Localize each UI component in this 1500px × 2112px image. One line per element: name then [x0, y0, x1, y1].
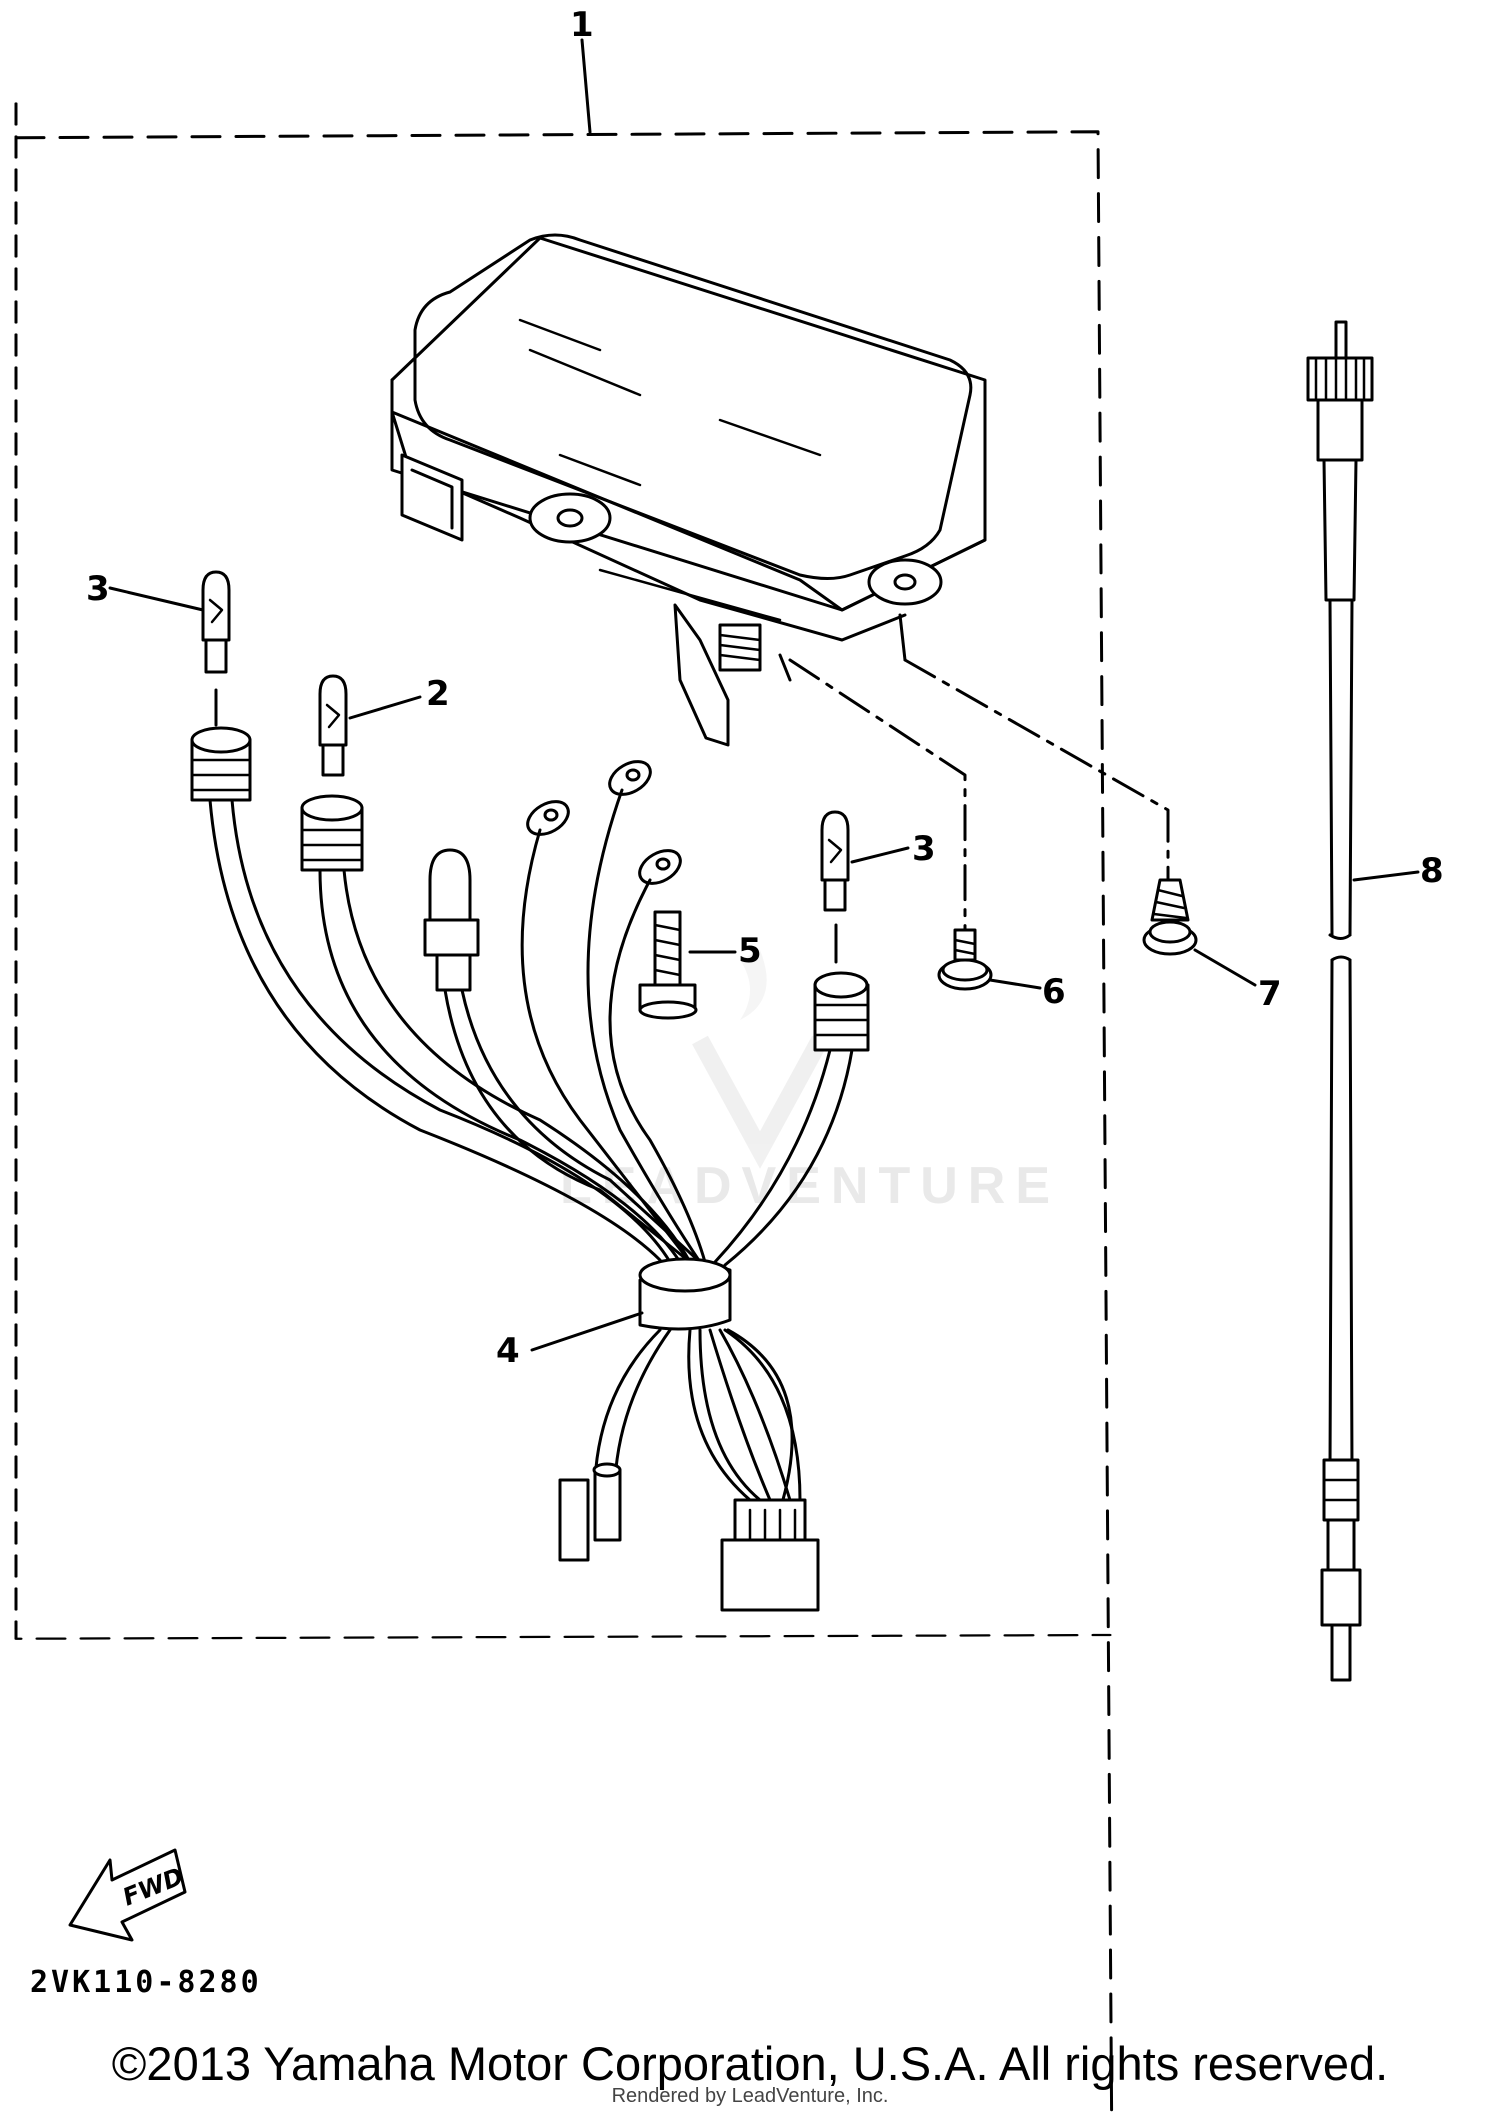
callout-3-left-leader [108, 586, 205, 612]
callout-7: 7 [1258, 974, 1282, 1014]
screw-6 [937, 928, 993, 991]
meter-assembly-housing [390, 233, 987, 747]
screw-7 [1142, 878, 1198, 956]
callout-7-leader [1193, 948, 1257, 987]
rendered-by-notice: Rendered by LeadVenture, Inc. [611, 2085, 889, 2107]
callout-6: 6 [1042, 972, 1066, 1012]
callout-3-right: 3 [912, 829, 936, 869]
assembly-boundary-box [14, 102, 1114, 2112]
callout-1: 1 [570, 5, 594, 45]
bulb-3-left [201, 570, 231, 727]
copyright-notice: ©2013 Yamaha Motor Corporation, U.S.A. A… [111, 2037, 1389, 2090]
guide-line-screw-6 [788, 658, 967, 937]
diagram-code: 2VK110-8280 [30, 1965, 262, 2000]
callout-1-leader [580, 38, 592, 134]
speedometer-cable [1306, 320, 1374, 1682]
wire-harness [190, 726, 870, 1612]
callout-8: 8 [1420, 851, 1444, 891]
callout-2: 2 [426, 674, 450, 714]
callout-4-leader [530, 1311, 644, 1352]
bulb-2 [318, 674, 348, 777]
guide-line-screw-7 [903, 658, 1170, 882]
bulb-3-right [820, 810, 850, 964]
callout-3-right-leader [850, 846, 910, 864]
screw-5 [638, 910, 698, 1020]
watermark-logo [692, 950, 828, 1169]
callout-8-leader [1352, 870, 1420, 882]
callout-2-leader [348, 695, 422, 720]
callout-3-left: 3 [86, 569, 110, 609]
callout-5: 5 [738, 931, 762, 971]
fwd-arrow-icon [68, 1848, 187, 1942]
callout-4: 4 [496, 1331, 520, 1371]
callout-6-leader [988, 978, 1042, 990]
